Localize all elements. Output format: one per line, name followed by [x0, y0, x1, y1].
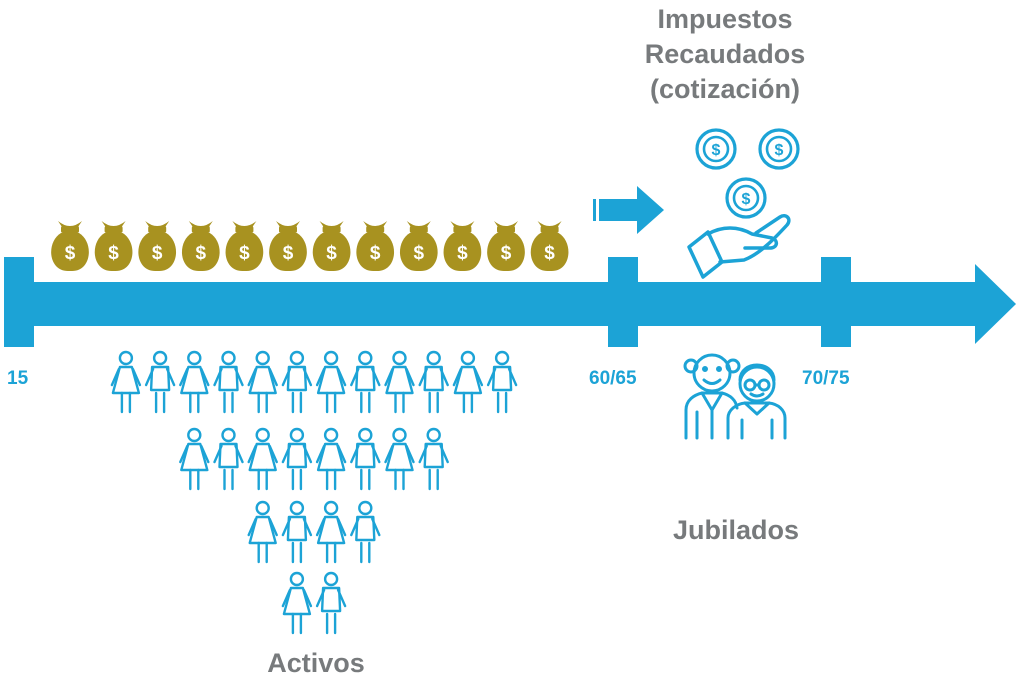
money-bag-icon: $ — [181, 221, 220, 271]
money-bag-icon: $ — [312, 221, 351, 271]
money-bag-icon: $ — [487, 221, 525, 271]
person-icon — [213, 427, 244, 491]
person-icon — [247, 427, 278, 491]
person-icon — [179, 350, 210, 414]
elderly-couple-icon — [683, 353, 787, 440]
age-label-retirement: 60/65 — [589, 368, 637, 389]
person-icon — [213, 350, 244, 414]
money-bags-row: $ $ $ $ $ $ $ $ $ $ $ $ — [51, 221, 569, 271]
person-icon — [247, 350, 278, 414]
person-icon — [315, 500, 347, 564]
tick-retirement — [608, 257, 638, 347]
person-icon — [486, 350, 518, 414]
timeline-bar — [4, 282, 979, 326]
coins-group: $ $ $ — [695, 128, 800, 219]
person-icon — [110, 350, 142, 414]
person-icon — [179, 427, 210, 491]
dollar-sign: $ — [196, 243, 207, 264]
dollar-sign: $ — [283, 243, 294, 264]
dollar-sign: $ — [65, 243, 76, 264]
title-line-3: (cotización) — [649, 74, 800, 104]
dollar-sign: $ — [370, 243, 381, 264]
person-icon — [247, 500, 278, 564]
person-icon — [418, 427, 449, 491]
title-line-1: Impuestos — [657, 4, 793, 34]
dollar-sign: $ — [775, 142, 784, 159]
person-icon — [452, 350, 484, 414]
person-icon — [281, 350, 313, 414]
person-icon — [144, 350, 176, 414]
retired-label: Jubilados — [672, 515, 800, 545]
title-line-2: Recaudados — [644, 39, 806, 69]
dollar-sign: $ — [501, 243, 512, 264]
dollar-sign: $ — [544, 243, 555, 264]
money-bag-icon: $ — [138, 221, 177, 271]
active-label: Activos — [267, 648, 365, 678]
tick-late — [821, 257, 851, 347]
person-icon — [384, 427, 415, 491]
person-icon — [281, 571, 313, 635]
money-bag-icon: $ — [51, 221, 89, 271]
dollar-sign: $ — [414, 243, 425, 264]
person-icon — [315, 571, 347, 635]
tick-start — [4, 257, 34, 347]
dollar-sign: $ — [742, 191, 751, 208]
timeline-arrowhead — [975, 264, 1016, 344]
active-people-pyramid — [110, 350, 518, 635]
dollar-sign: $ — [712, 142, 721, 159]
dollar-sign: $ — [326, 243, 337, 264]
money-bag-icon: $ — [225, 221, 264, 271]
money-bag-icon: $ — [399, 221, 438, 271]
person-icon — [418, 350, 449, 414]
person-icon — [281, 427, 313, 491]
money-bag-icon: $ — [94, 221, 133, 271]
person-icon — [281, 500, 313, 564]
timeline-arrow — [4, 257, 1016, 347]
age-label-start: 15 — [7, 368, 29, 389]
dollar-coin-icon: $ — [725, 177, 767, 219]
person-icon — [350, 350, 381, 414]
age-label-late: 70/75 — [802, 368, 850, 389]
taxes-collected-title: Impuestos Recaudados (cotización) — [600, 2, 850, 107]
money-bag-icon: $ — [356, 221, 395, 271]
person-icon — [350, 427, 381, 491]
person-icon — [350, 500, 381, 564]
person-icon — [384, 350, 415, 414]
dollar-sign: $ — [108, 243, 119, 264]
receiving-hand-icon — [687, 213, 791, 279]
dollar-sign: $ — [239, 243, 250, 264]
person-icon — [315, 427, 347, 491]
dollar-sign: $ — [152, 243, 163, 264]
dollar-coin-icon: $ — [695, 128, 737, 170]
money-bag-icon: $ — [443, 221, 482, 271]
money-bag-icon: $ — [269, 221, 307, 271]
right-arrow-icon — [593, 186, 664, 234]
dollar-coin-icon: $ — [758, 128, 800, 170]
money-bag-icon: $ — [530, 221, 569, 271]
person-icon — [315, 350, 347, 414]
dollar-sign: $ — [457, 243, 468, 264]
